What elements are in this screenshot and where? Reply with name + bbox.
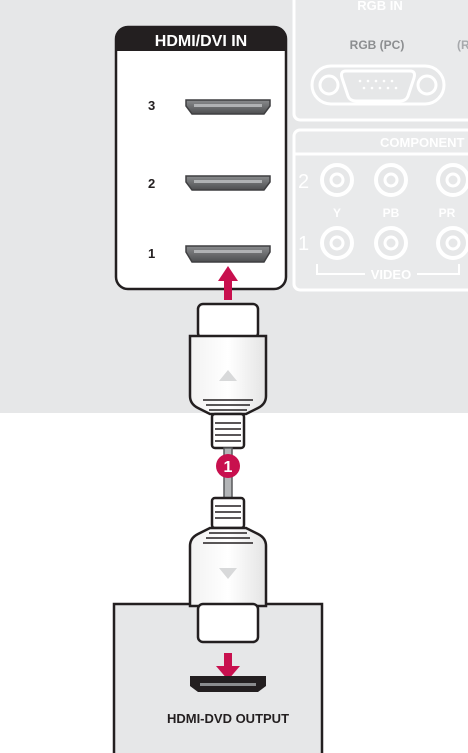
y-label: Y xyxy=(333,206,341,220)
component-jack xyxy=(436,163,468,197)
component-header: COMPONENT xyxy=(380,135,465,150)
hdmi-dvi-in-panel: HDMI/DVI IN 3 2 1 xyxy=(114,25,288,291)
rgb-cut-label: (R xyxy=(457,38,468,52)
hdmi-port-3 xyxy=(185,99,271,115)
component-jack xyxy=(320,163,354,197)
hdmi-port-3-label: 3 xyxy=(148,98,155,113)
dvd-output-label: HDMI-DVD OUTPUT xyxy=(167,711,289,726)
hdmi-panel-title: HDMI/DVI IN xyxy=(155,33,247,50)
component-row-1-label: 1 xyxy=(298,233,309,255)
vga-port xyxy=(310,64,446,106)
step-badge-number: 1 xyxy=(224,459,233,476)
pb-label: PB xyxy=(383,206,400,220)
rgb-pc-label: RGB (PC) xyxy=(350,38,405,52)
component-jack xyxy=(320,226,354,260)
component-row-2-label: 2 xyxy=(298,171,309,193)
component-jack xyxy=(374,163,408,197)
hdmi-plug-bottom xyxy=(188,496,268,644)
video-label: VIDEO xyxy=(371,267,411,282)
step-badge: 1 xyxy=(216,454,240,478)
insert-arrow-up xyxy=(218,266,238,300)
hdmi-port-1-label: 1 xyxy=(148,246,155,261)
hdmi-port-1 xyxy=(185,245,271,263)
component-jack xyxy=(436,226,468,260)
rgb-in-section: RGB IN RGB (PC) (R xyxy=(292,0,468,122)
hdmi-port-2 xyxy=(185,175,271,191)
insert-arrow-down xyxy=(216,653,240,680)
dvd-hdmi-output-port xyxy=(190,676,266,692)
hdmi-plug-top xyxy=(188,302,268,450)
hdmi-port-2-label: 2 xyxy=(148,176,155,191)
component-section: COMPONENT 2 1 Y PB PR VIDEO xyxy=(292,128,468,292)
rgb-in-header: RGB IN xyxy=(357,0,403,13)
component-jack xyxy=(374,226,408,260)
pr-label: PR xyxy=(439,206,456,220)
